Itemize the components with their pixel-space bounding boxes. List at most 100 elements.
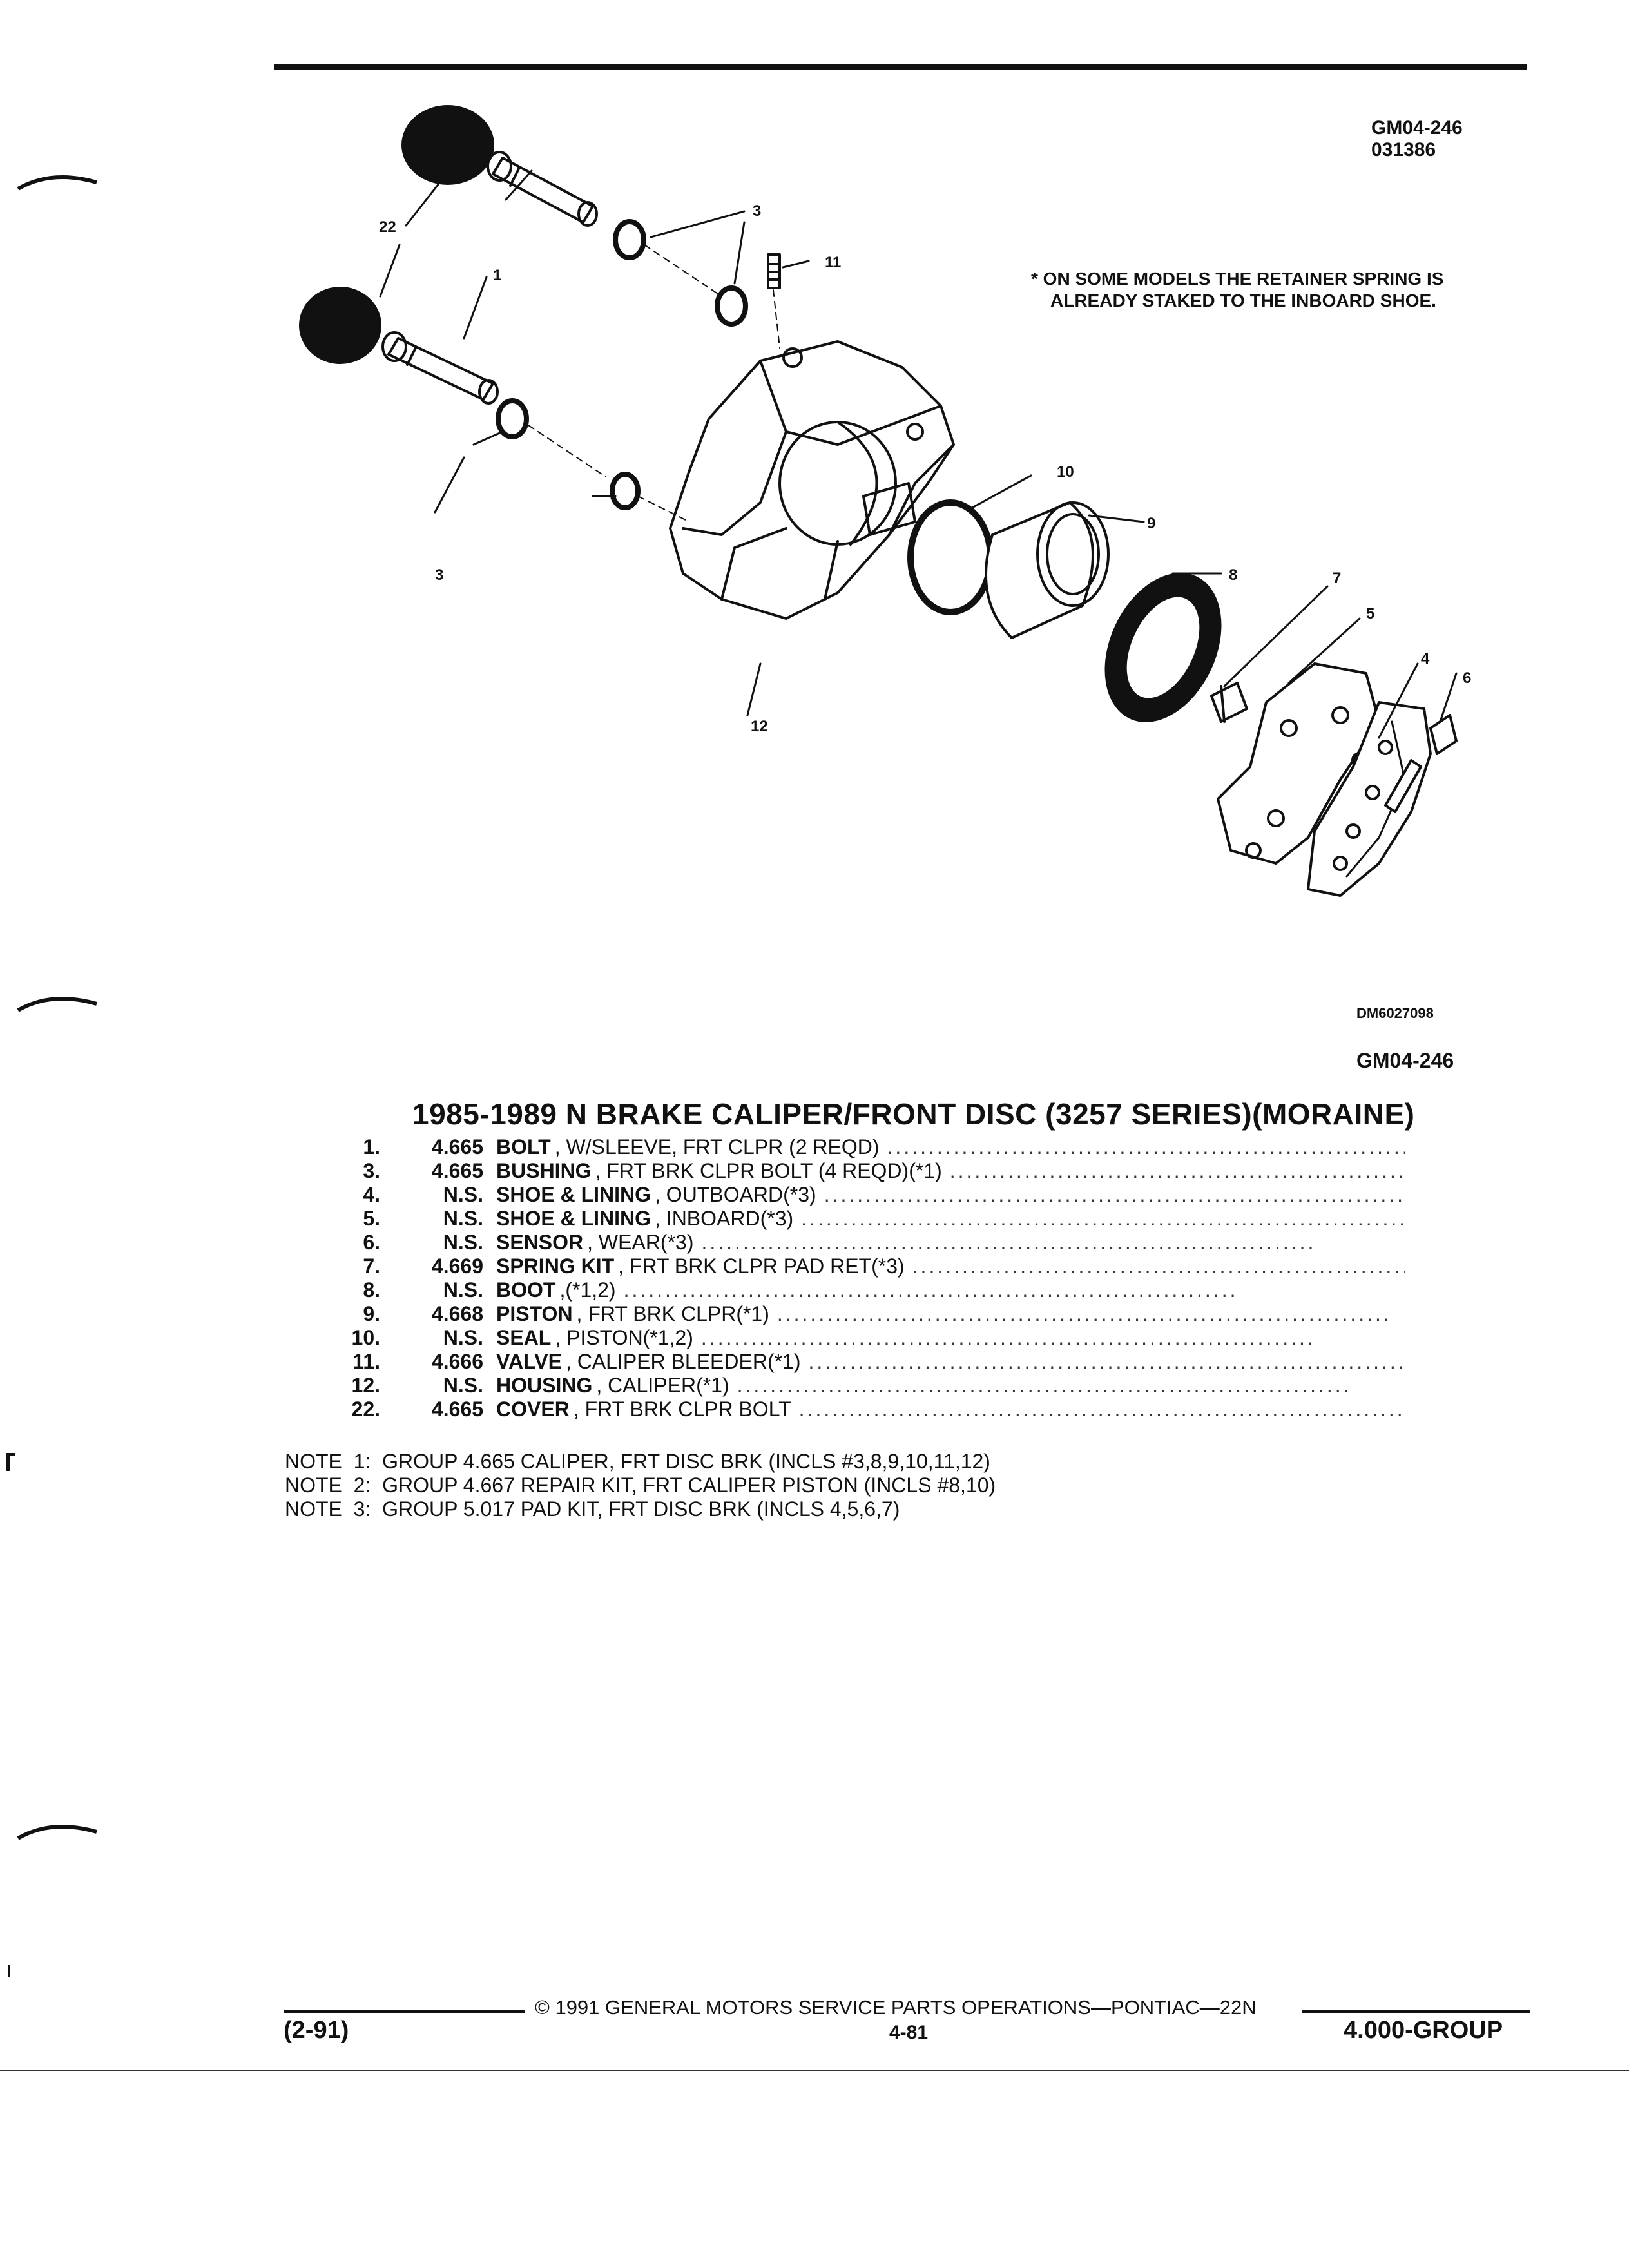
bushing-2 (715, 285, 748, 327)
part-group: N.S. (443, 1183, 483, 1206)
part-name: COVER (496, 1398, 570, 1421)
part-name: BOLT (496, 1135, 551, 1158)
part-name: SHOE & LINING (496, 1207, 651, 1230)
bushing-4 (610, 472, 641, 510)
piston (985, 501, 1110, 639)
callout-11: 11 (825, 254, 841, 271)
retainer-note-line2: ALREADY STAKED TO THE INBOARD SHOE. (1050, 291, 1436, 311)
footer-page: 4-81 (889, 2022, 929, 2043)
part-description: , CALIPER(*1) (596, 1374, 729, 1397)
part-description: , FRT BRK CLPR(*1) (576, 1302, 769, 1325)
callout-6: 6 (1463, 669, 1471, 687)
callout-3-bottom: 3 (435, 566, 443, 584)
leader-dots: ........................................… (824, 1183, 1405, 1206)
bolt-cover-bottom (299, 287, 381, 364)
date-code: 031386 (1371, 139, 1436, 160)
part-number: 3. (363, 1159, 380, 1182)
part-description: , INBOARD(*3) (655, 1207, 794, 1230)
piston-seal (907, 499, 994, 615)
leader-dots: ........................................… (798, 1398, 1405, 1421)
edge-tick-1 (6, 1453, 10, 1471)
callout-7: 7 (1333, 570, 1341, 587)
exploded-caliper-diagram: 22 1 3 11 3 10 9 8 7 5 4 6 3 12 (299, 105, 1471, 897)
part-name: SPRING KIT (496, 1254, 615, 1278)
edge-tick-3 (8, 1965, 10, 1977)
parts-list: 1. 4.665 BOLT , W/SLEEVE, FRT CLPR (2 RE… (309, 1135, 1405, 1421)
footer-copyright: © 1991 GENERAL MOTORS SERVICE PARTS OPER… (535, 1996, 1257, 2019)
drawing-code: DM6027098 (1356, 1005, 1434, 1021)
wear-sensor (1429, 714, 1458, 755)
part-description: , FRT BRK CLPR BOLT (573, 1398, 791, 1421)
part-row: 1. 4.665 BOLT , W/SLEEVE, FRT CLPR (2 RE… (309, 1135, 1405, 1159)
part-row: 22. 4.665 COVER , FRT BRK CLPR BOLT ....… (309, 1398, 1405, 1421)
part-group: N.S. (443, 1207, 483, 1230)
callout-3-top: 3 (753, 202, 761, 220)
part-name: VALVE (496, 1350, 562, 1373)
part-number: 5. (363, 1207, 380, 1230)
part-row: 3. 4.665 BUSHING , FRT BRK CLPR BOLT (4 … (309, 1159, 1405, 1183)
part-row: 6. N.S. SENSOR , WEAR(*3) ..............… (309, 1231, 1405, 1254)
diagram-code: GM04-246 (1371, 117, 1463, 139)
part-number: 6. (363, 1231, 380, 1254)
part-number: 4. (363, 1183, 380, 1206)
leader-dots: ........................................… (776, 1302, 1392, 1325)
part-group: 4.665 (431, 1159, 483, 1182)
part-group: 4.665 (431, 1135, 483, 1158)
edge-mark-3 (17, 1825, 97, 1840)
retainer-spring (1210, 682, 1248, 723)
callout-10: 10 (1057, 463, 1074, 481)
part-description: , W/SLEEVE, FRT CLPR (2 REQD) (554, 1135, 880, 1158)
part-group: 4.665 (431, 1398, 483, 1421)
part-row: 11. 4.666 VALVE , CALIPER BLEEDER(*1) ..… (309, 1350, 1405, 1374)
part-row: 9. 4.668 PISTON , FRT BRK CLPR(*1) .....… (309, 1302, 1405, 1326)
leader-dots: ........................................… (949, 1159, 1405, 1182)
part-name: SHOE & LINING (496, 1183, 651, 1206)
bushing-3 (496, 398, 529, 439)
callout-1: 1 (493, 267, 501, 284)
edge-mark-2 (17, 997, 97, 1012)
part-group: N.S. (443, 1326, 483, 1349)
leader-dots: ........................................… (912, 1254, 1405, 1278)
bushing-1 (613, 219, 646, 260)
footer-rule-right (1302, 2010, 1530, 2013)
part-number: 7. (363, 1254, 380, 1278)
figure-code: GM04-246 (1356, 1049, 1454, 1072)
footer-group: 4.000-GROUP (1344, 2017, 1503, 2044)
part-number: 11. (352, 1350, 380, 1373)
part-name: HOUSING (496, 1374, 593, 1397)
leader-dots: ........................................… (701, 1231, 1316, 1254)
leader-dots: ........................................… (700, 1326, 1316, 1349)
part-description: , PISTON(*1,2) (555, 1326, 693, 1349)
callout-22: 22 (379, 218, 396, 236)
part-name: SEAL (496, 1326, 552, 1349)
bolt-lower (381, 331, 499, 405)
note-2: NOTE 2: GROUP 4.667 REPAIR KIT, FRT CALI… (285, 1474, 996, 1497)
part-number: 1. (363, 1135, 380, 1158)
outboard-shoe (1307, 701, 1432, 897)
retainer-note-line1: * ON SOME MODELS THE RETAINER SPRING IS (1031, 269, 1444, 289)
edge-tick-2 (6, 1453, 15, 1456)
footer-date: (2-91) (284, 2017, 349, 2044)
part-group: N.S. (443, 1374, 483, 1397)
part-row: 10. N.S. SEAL , PISTON(*1,2) ...........… (309, 1326, 1405, 1350)
parts-list-title: 1985-1989 N BRAKE CALIPER/FRONT DISC (32… (412, 1097, 1415, 1131)
part-name: SENSOR (496, 1231, 584, 1254)
part-row: 4. N.S. SHOE & LINING , OUTBOARD(*3) ...… (309, 1183, 1405, 1207)
bolt-cover-top (401, 105, 494, 185)
notes-block: NOTE 1: GROUP 4.665 CALIPER, FRT DISC BR… (285, 1450, 996, 1521)
leader-dots: ........................................… (801, 1207, 1405, 1230)
bottom-scan-line (0, 2070, 1629, 2071)
leader-dots: ........................................… (737, 1374, 1352, 1397)
note-3: NOTE 3: GROUP 5.017 PAD KIT, FRT DISC BR… (285, 1497, 900, 1521)
piston-boot (1104, 573, 1222, 722)
part-description: ,(*1,2) (559, 1278, 616, 1302)
part-number: 10. (351, 1326, 380, 1349)
part-number: 8. (363, 1278, 380, 1302)
part-description: , WEAR(*3) (587, 1231, 694, 1254)
part-group: 4.669 (431, 1254, 483, 1278)
part-name: BOOT (496, 1278, 556, 1302)
part-description: , FRT BRK CLPR BOLT (4 REQD)(*1) (595, 1159, 942, 1182)
note-1: NOTE 1: GROUP 4.665 CALIPER, FRT DISC BR… (285, 1450, 990, 1473)
part-group: N.S. (443, 1231, 483, 1254)
bleeder-valve (767, 253, 781, 289)
